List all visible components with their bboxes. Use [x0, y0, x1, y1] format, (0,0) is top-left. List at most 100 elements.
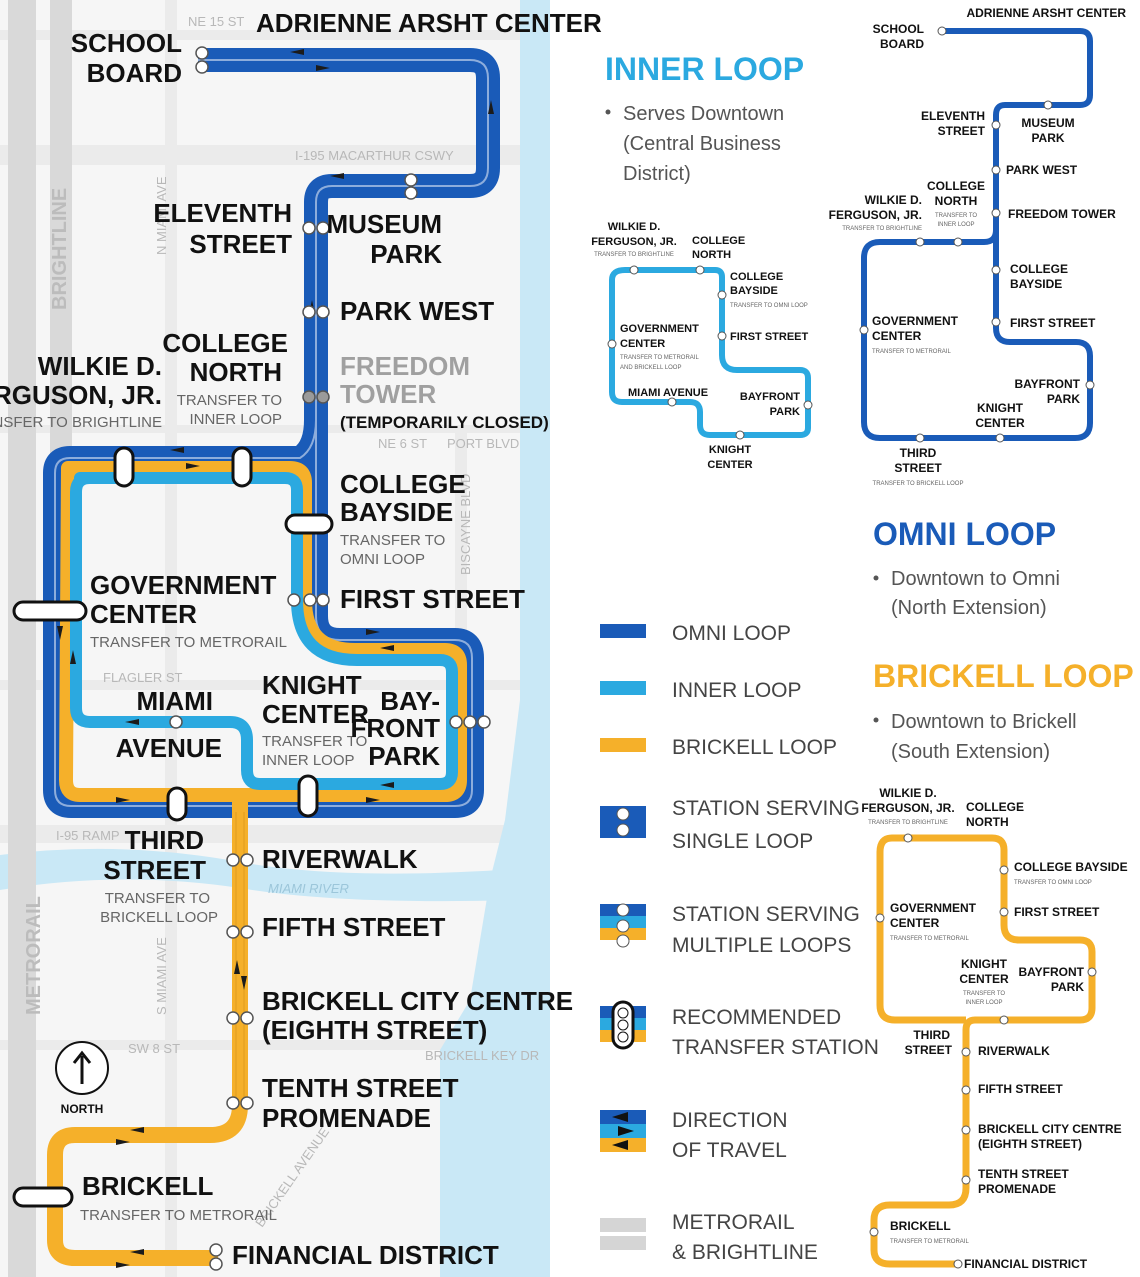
legend-multi-station-icon — [600, 903, 646, 948]
brickell-mini-cbay: COLLEGE BAYSIDE — [1014, 860, 1128, 874]
inner-loop-desc-line1: Serves Downtown — [623, 103, 784, 125]
station-eleventh-line2: STREET — [189, 229, 292, 259]
station-freedom-tower-line1: FREEDOM — [340, 351, 470, 381]
station-bayfront-line2: FRONT — [350, 713, 440, 743]
omni-mini-cbay-line2: BAYSIDE — [1010, 277, 1062, 291]
omni-mini-gov-line2: CENTER — [872, 329, 922, 343]
brickell-mini-knight-transfer-line1: TRANSFER TO — [963, 991, 1005, 997]
brickell-mini-cbay-transfer: TRANSFER TO OMNI LOOP — [1014, 880, 1092, 886]
brickell-mini-cnorth-line2: NORTH — [966, 815, 1009, 829]
government-center-transfer: TRANSFER TO METRORAIL — [90, 634, 287, 651]
inner-mini-cbay-transfer: TRANSFER TO OMNI LOOP — [730, 303, 808, 309]
station-freedom-tower-line2: TOWER — [340, 379, 437, 409]
station-third-street-line2: STREET — [103, 855, 206, 885]
inner-mini-cbay-line2: BAYSIDE — [730, 285, 778, 297]
station-eleventh-line1: ELEVENTH — [153, 198, 292, 228]
street-brickellkey: BRICKELL KEY DR — [425, 1048, 539, 1063]
station-park-west: PARK WEST — [340, 296, 494, 326]
brickell-mini-gov-transfer: TRANSFER TO METRORAIL — [890, 936, 969, 942]
brickell-loop-desc-line1: Downtown to Brickell — [891, 711, 1077, 733]
station-brickell-city-centre-line2: (EIGHTH STREET) — [262, 1015, 487, 1045]
omni-loop-mini-map: ADRIENNE ARSHT CENTER SCHOOL BOARD ELEVE… — [829, 6, 1127, 487]
omni-mini-cbay-line1: COLLEGE — [1010, 262, 1068, 276]
street-biscayne: BISCAYNE BLVD — [458, 474, 473, 575]
brickell-loop-info: BRICKELL LOOP Downtown to Brickell (Sout… — [873, 658, 1134, 763]
street-metrorail: METRORAIL — [23, 896, 45, 1015]
brickell-mini-third-line2: STREET — [905, 1043, 953, 1057]
inner-mini-bay-line2: PARK — [770, 406, 800, 418]
omni-mini-museum-line1: MUSEUM — [1021, 116, 1074, 130]
inner-mini-wilkie-line1: WILKIE D. — [608, 221, 661, 233]
station-miami-avenue-line2: AVENUE — [116, 733, 222, 763]
omni-mini-cnorth-transfer-line1: TRANSFER TO — [935, 213, 977, 219]
omni-mini-wilkie-line1: WILKIE D. — [865, 193, 922, 207]
omni-mini-wilkie-line2: FERGUSON, JR. — [829, 208, 922, 222]
inner-loop-info: INNER LOOP Serves Downtown (Central Busi… — [605, 51, 804, 185]
legend-inner-label: INNER LOOP — [672, 679, 802, 702]
street-i95ramp: I-95 RAMP — [56, 828, 120, 843]
omni-mini-third-line1: THIRD — [900, 446, 937, 460]
inner-mini-first: FIRST STREET — [730, 331, 809, 343]
north-label: NORTH — [61, 1102, 104, 1116]
omni-mini-adrienne: ADRIENNE ARSHT CENTER — [966, 6, 1126, 20]
legend-rec-line2: TRANSFER STATION — [672, 1036, 879, 1059]
omni-loop-route — [43, 48, 500, 818]
station-school-board-line1: SCHOOL — [71, 28, 182, 58]
inner-mini-cnorth-line1: COLLEGE — [692, 235, 745, 247]
brickell-mini-tenth-line1: TENTH STREET — [978, 1167, 1069, 1181]
brickell-mini-bcc-line1: BRICKELL CITY CENTRE — [978, 1122, 1122, 1136]
station-brickell: BRICKELL — [82, 1171, 214, 1201]
legend-rec-line1: RECOMMENDED — [672, 1006, 841, 1029]
inner-mini-knight-line2: CENTER — [707, 459, 752, 471]
legend-omni-label: OMNI LOOP — [672, 622, 791, 645]
inner-loop-desc-line3: District) — [623, 163, 691, 185]
inner-mini-cbay-line1: COLLEGE — [730, 271, 783, 283]
legend-omni-swatch — [600, 624, 646, 638]
brickell-mini-cnorth-line1: COLLEGE — [966, 800, 1024, 814]
station-miami-avenue-line1: MIAMI — [136, 686, 213, 716]
brickell-mini-wilkie-line1: WILKIE D. — [879, 786, 936, 800]
knight-center-transfer-line2: INNER LOOP — [262, 752, 355, 769]
station-government-center-line2: CENTER — [90, 599, 197, 629]
omni-loop-desc-line1: Downtown to Omni — [891, 568, 1060, 590]
station-wilkie-line2: FERGUSON, JR. — [0, 380, 162, 410]
station-bayfront-line3: PARK — [368, 741, 440, 771]
direction-arrows — [57, 49, 494, 1268]
brickell-mini-knight-line2: CENTER — [959, 972, 1009, 986]
legend-direction-icon — [600, 1110, 646, 1152]
omni-mini-museum-line2: PARK — [1031, 131, 1064, 145]
omni-mini-first: FIRST STREET — [1010, 316, 1096, 330]
station-college-bayside-line2: BAYSIDE — [340, 497, 453, 527]
station-school-board-line2: BOARD — [87, 58, 182, 88]
brickell-mini-wilkie-transfer: TRANSFER TO BRIGHTLINE — [868, 820, 948, 826]
legend-multi-line2: MULTIPLE LOOPS — [672, 934, 851, 957]
station-wilkie-line1: WILKIE D. — [38, 351, 162, 381]
station-bayfront-line1: BAY- — [380, 686, 440, 716]
brickell-loop-title: BRICKELL LOOP — [873, 658, 1134, 694]
inner-mini-wilkie-transfer: TRANSFER TO BRIGHTLINE — [594, 252, 674, 258]
inner-loop-mini-map: WILKIE D. FERGUSON, JR. TRANSFER TO BRIG… — [591, 221, 813, 471]
legend-brickell-swatch — [600, 738, 646, 752]
street-i195: I-195 MACARTHUR CSWY — [295, 148, 454, 163]
omni-mini-gov-transfer: TRANSFER TO METRORAIL — [872, 349, 951, 355]
legend-single-line2: SINGLE LOOP — [672, 830, 813, 853]
street-flagler: FLAGLER ST — [103, 670, 183, 685]
station-brickell-city-centre-line1: BRICKELL CITY CENTRE — [262, 986, 573, 1016]
street-nmiami: N MIAMI AVE — [154, 176, 169, 255]
station-college-north-line1: COLLEGE — [162, 328, 288, 358]
street-ne6: NE 6 ST — [378, 436, 427, 451]
omni-loop-title: OMNI LOOP — [873, 516, 1056, 552]
inner-mini-miami: MIAMI AVENUE — [628, 387, 708, 399]
brickell-mini-knight-line1: KNIGHT — [961, 957, 1008, 971]
inner-mini-cnorth-line2: NORTH — [692, 249, 731, 261]
station-first-street: FIRST STREET — [340, 584, 525, 614]
college-north-transfer-line2: INNER LOOP — [189, 411, 282, 428]
north-arrow-icon: NORTH — [55, 1041, 109, 1116]
omni-mini-knight-line2: CENTER — [975, 416, 1025, 430]
brickell-mini-third-line1: THIRD — [913, 1028, 950, 1042]
brickell-loop-mini-map: WILKIE D. FERGUSON, JR. TRANSFER TO BRIG… — [861, 786, 1127, 1271]
brickell-mini-wilkie-line2: FERGUSON, JR. — [861, 801, 954, 815]
omni-loop-info: OMNI LOOP Downtown to Omni (North Extens… — [873, 516, 1060, 619]
omni-mini-school-line1: SCHOOL — [873, 22, 924, 36]
brickell-mini-brickell-transfer: TRANSFER TO METRORAIL — [890, 1239, 969, 1245]
